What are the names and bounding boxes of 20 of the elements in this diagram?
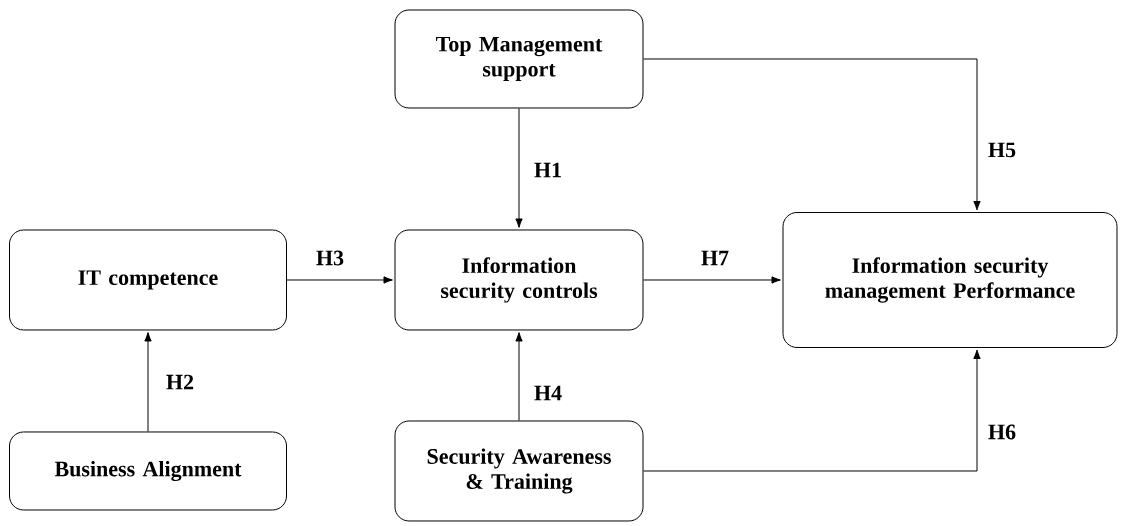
edge-label: H1 xyxy=(532,161,564,179)
process-box: Top Management support xyxy=(394,9,644,109)
arrow xyxy=(643,58,981,211)
process-box: Security Awareness & Training xyxy=(394,420,644,522)
edge-label: H2 xyxy=(164,373,196,391)
edge-label: H7 xyxy=(699,249,731,267)
arrow xyxy=(144,332,152,432)
process-box: IT competence xyxy=(9,229,287,331)
arrow xyxy=(643,349,981,472)
edge-label: H3 xyxy=(314,249,346,267)
arrow xyxy=(643,276,781,284)
arrow xyxy=(286,276,393,284)
arrow xyxy=(515,332,523,421)
process-box: Information security management Performance xyxy=(782,212,1118,348)
edge-label: H5 xyxy=(986,141,1018,159)
arrow xyxy=(515,108,523,228)
process-box: Business Alignment xyxy=(9,431,287,511)
edge-label: H6 xyxy=(986,423,1018,441)
process-box: Information security controls xyxy=(394,229,644,331)
edge-label: H4 xyxy=(532,384,564,402)
